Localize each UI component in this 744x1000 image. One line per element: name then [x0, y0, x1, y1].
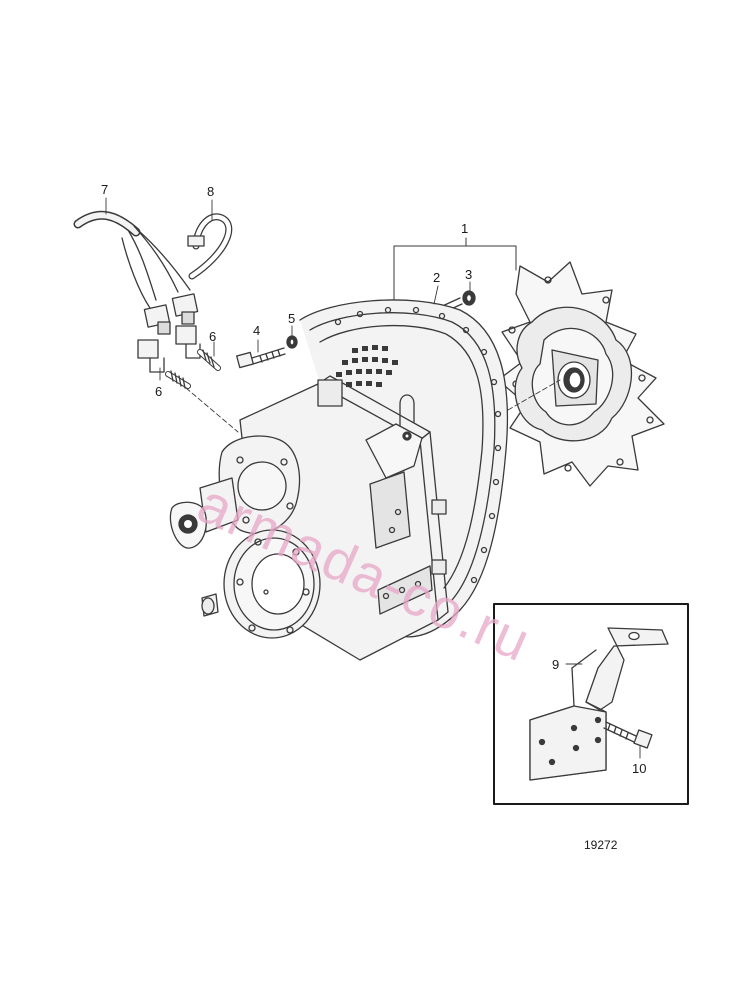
- callout-2: 2: [433, 270, 441, 285]
- callout-9: 9: [552, 657, 560, 672]
- sensor-left: [137, 339, 191, 389]
- callout-5: 5: [288, 311, 296, 326]
- gearbox: [169, 299, 509, 661]
- leader-lines: [105, 197, 641, 759]
- figure-number: 19272: [584, 838, 618, 852]
- callout-7: 7: [101, 182, 109, 197]
- callout-4: 4: [253, 323, 261, 338]
- washer-5: [286, 335, 298, 349]
- sensor-right: [175, 325, 221, 371]
- washer-3: [462, 290, 476, 306]
- bolt-10: [603, 721, 653, 749]
- callout-6-left: 6: [155, 384, 163, 399]
- inset-detail-box: [493, 603, 689, 805]
- alignment-lines: [185, 379, 561, 433]
- callout-1-bracket: [393, 237, 517, 309]
- callout-8: 8: [207, 184, 215, 199]
- vent-grid: [336, 345, 398, 389]
- drive-plate: [497, 261, 665, 487]
- callout-1: 1: [461, 221, 469, 236]
- cable-tie: [187, 213, 233, 280]
- bolt-4: [236, 347, 286, 369]
- callout-3: 3: [465, 267, 473, 282]
- cable-harness: [73, 210, 199, 335]
- bracket-9: [529, 627, 669, 781]
- callout-6-right: 6: [209, 329, 217, 344]
- callout-10: 10: [632, 761, 647, 776]
